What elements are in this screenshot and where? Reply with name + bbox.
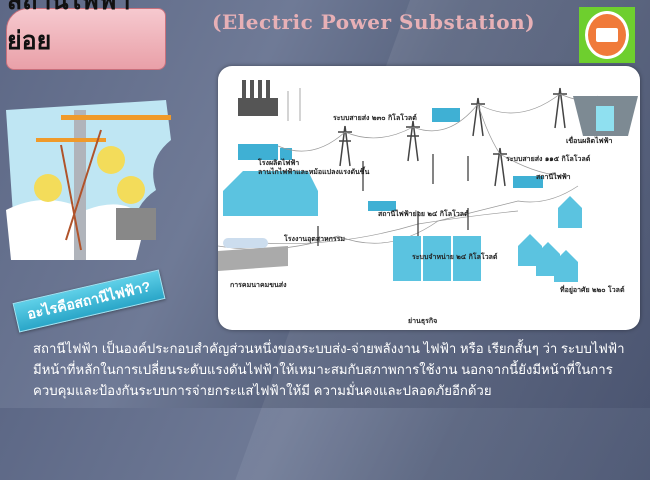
power-plant-icon xyxy=(238,80,278,116)
power-system-diagram: โรงผลิตไฟฟ้า ระบบสายส่ง ๒๓๐ กิโลโวลต์ ลา… xyxy=(218,66,640,330)
distribution-pole-icon xyxy=(317,154,469,246)
utility-pole-icon xyxy=(74,110,86,260)
factory-icon xyxy=(223,171,318,216)
question-text: อะไรคือสถานีไฟฟ้า? xyxy=(25,278,152,322)
label-switchyard: ลานไกไฟฟ้าและหม้อแปลงแรงดันขึ้น xyxy=(258,168,370,176)
hard-hat-icon xyxy=(34,174,62,202)
page-title: สถานีไฟฟ้าย่อย xyxy=(7,0,131,55)
label-line-115: ระบบสายส่ง ๑๑๕ กิโลโวลต์ xyxy=(506,155,591,163)
what-is-substation-label: อะไรคือสถานีไฟฟ้า? xyxy=(12,269,166,333)
label-power-plant: โรงผลิตไฟฟ้า xyxy=(258,159,300,167)
seal-icon xyxy=(585,11,629,59)
houses-icon xyxy=(518,196,582,282)
bucket-lift-icon xyxy=(116,208,156,240)
english-title: (Electric Power Substation) xyxy=(212,10,536,34)
monorail-icon xyxy=(218,238,288,271)
label-transport: การคมนาคมขนส่ง xyxy=(230,281,287,289)
description-paragraph: สถานีไฟฟ้า เป็นองค์ประกอบสำคัญส่วนหนึ่งข… xyxy=(33,338,643,401)
label-station: สถานีไฟฟ้า xyxy=(536,173,571,181)
label-line-230: ระบบสายส่ง ๒๓๐ กิโลโวลต์ xyxy=(333,114,417,122)
transformer-icon xyxy=(238,108,543,211)
label-distribution-24: ระบบจำหน่าย ๒๔ กิโลโวลต์ xyxy=(412,253,498,261)
description-line: ควบคุมและป้องกันระบบการจ่ายกระแสไฟฟ้าให้… xyxy=(33,383,492,398)
power-lines xyxy=(218,93,599,250)
dam-icon xyxy=(573,96,638,136)
label-factory: โรงงานอุตสาหกรรม xyxy=(284,235,346,243)
business-district-icon xyxy=(393,236,481,281)
lineworkers-cartoon xyxy=(6,100,171,260)
diagram-graphics xyxy=(218,80,638,282)
label-dam: เขื่อนผลิตไฟฟ้า xyxy=(566,137,613,145)
title-banner: สถานีไฟฟ้าย่อย xyxy=(6,0,166,70)
label-residential: ที่อยู่อาศัย ๒๒๐ โวลต์ xyxy=(560,286,625,294)
utility-seal-logo xyxy=(579,7,635,63)
description-line: สถานีไฟฟ้า เป็นองค์ประกอบสำคัญส่วนหนึ่งข… xyxy=(33,341,625,356)
transmission-tower-icon xyxy=(338,87,567,187)
description-line: มีหน้าที่หลักในการเปลี่ยนระดับแรงดันไฟฟ้… xyxy=(33,362,613,377)
label-business: ย่านธุรกิจ xyxy=(408,317,438,325)
wind-turbine-icon xyxy=(287,88,301,121)
label-substation-24: สถานีไฟฟ้าย่อย ๒๔ กิโลโวลต์ xyxy=(378,210,469,218)
